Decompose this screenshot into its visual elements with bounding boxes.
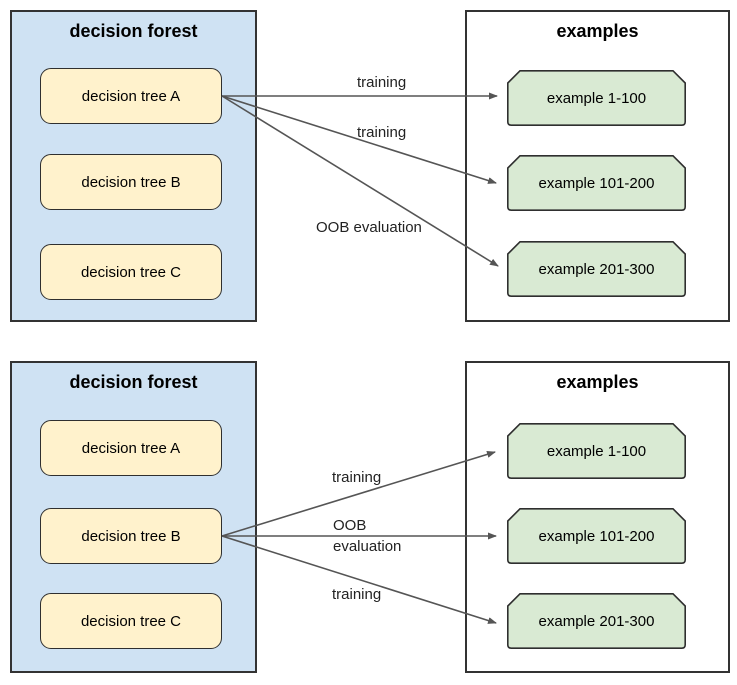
decision-forest-title: decision forest [69, 21, 198, 41]
card-shape [507, 508, 686, 564]
card-shape [507, 423, 686, 479]
example-201-300-node: example 201-300 [507, 241, 686, 297]
decision-tree-c-label: decision tree C [80, 263, 182, 281]
example-201-300-label: example 201-300 [538, 612, 655, 630]
examples-panel-bottom: examples example 1-100 example 101-200 e… [465, 361, 730, 673]
decision-tree-a-label: decision tree A [81, 87, 181, 105]
example-201-300-label: example 201-300 [538, 260, 655, 278]
example-1-100-node: example 1-100 [507, 423, 686, 479]
decision-forest-panel-bottom: decision forest decision tree A decision… [10, 361, 257, 673]
example-101-200-node: example 101-200 [507, 155, 686, 211]
card-shape [507, 70, 686, 126]
decision-tree-a-label: decision tree A [81, 439, 181, 457]
arrow-label-training-2: training [357, 124, 407, 141]
decision-forest-title: decision forest [69, 372, 198, 392]
arrow-label-oob-evaluation: OOB evaluation [333, 517, 402, 555]
examples-title: examples [556, 372, 639, 392]
decision-tree-b-node: decision tree B [40, 154, 222, 210]
decision-tree-a-node: decision tree A [40, 68, 222, 124]
decision-tree-b-node: decision tree B [40, 508, 222, 564]
example-101-200-label: example 101-200 [538, 527, 655, 545]
example-1-100-node: example 1-100 [507, 70, 686, 126]
decision-tree-b-label: decision tree B [81, 527, 181, 545]
example-101-200-node: example 101-200 [507, 508, 686, 564]
card-shape [507, 241, 686, 297]
decision-tree-a-node: decision tree A [40, 420, 222, 476]
examples-panel-top: examples example 1-100 example 101-200 e… [465, 10, 730, 322]
card-shape [507, 593, 686, 649]
examples-title: examples [556, 21, 639, 41]
decision-tree-c-label: decision tree C [80, 612, 182, 630]
decision-forest-panel-top: decision forest decision tree A decision… [10, 10, 257, 322]
example-201-300-node: example 201-300 [507, 593, 686, 649]
arrow-label-training-1: training [357, 74, 407, 91]
arrow-label-training-2: training [332, 586, 382, 603]
example-1-100-label: example 1-100 [546, 89, 647, 107]
decision-tree-c-node: decision tree C [40, 244, 222, 300]
example-1-100-label: example 1-100 [546, 442, 647, 460]
card-shape [507, 155, 686, 211]
arrow-label-oob-evaluation: OOB evaluation [316, 219, 422, 236]
arrow-label-training-1: training [332, 469, 382, 486]
example-101-200-label: example 101-200 [538, 174, 655, 192]
decision-tree-c-node: decision tree C [40, 593, 222, 649]
decision-tree-b-label: decision tree B [81, 173, 181, 191]
